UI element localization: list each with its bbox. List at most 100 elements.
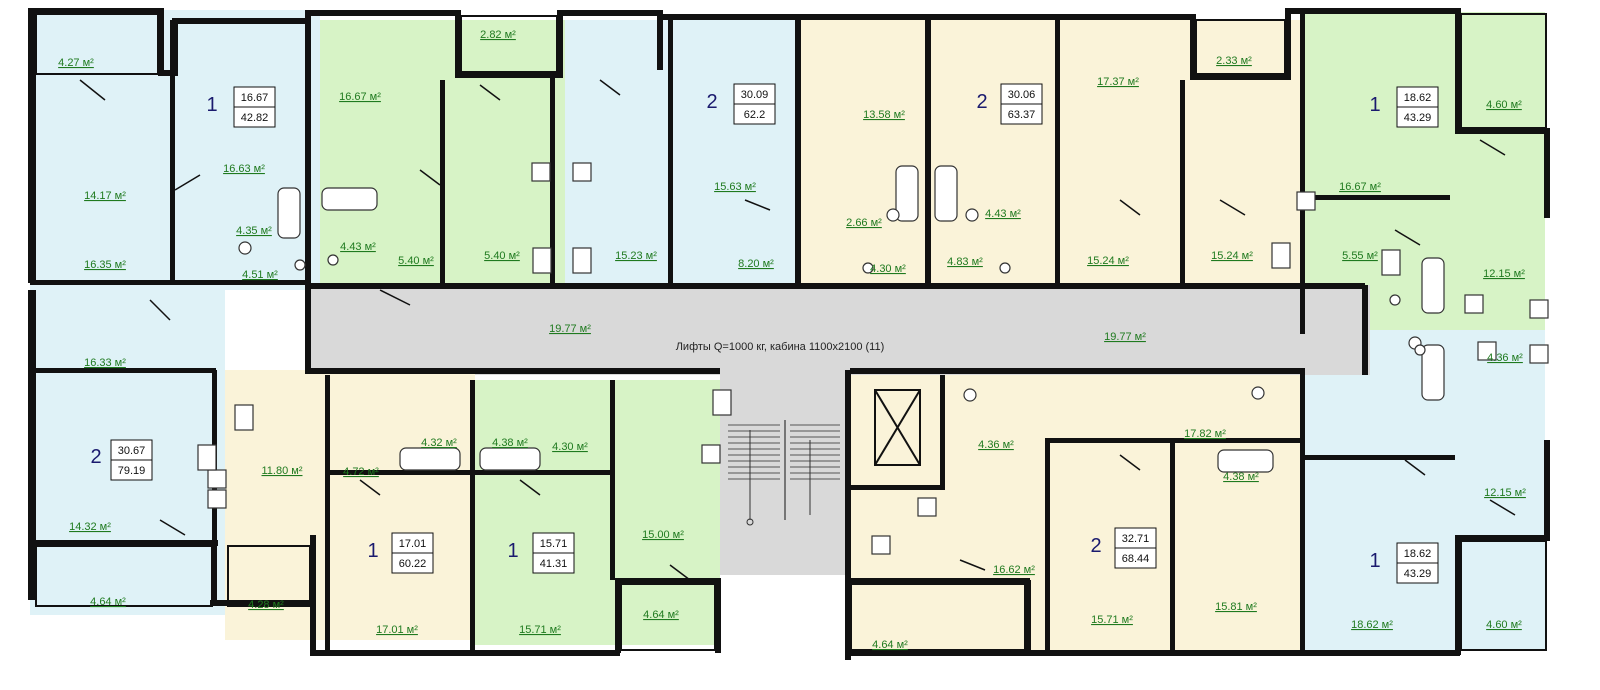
apartment-3-fill (800, 20, 1300, 285)
living-area: 30.67 (118, 445, 146, 457)
living-area: 32.71 (1122, 533, 1150, 545)
stove-icon (572, 162, 592, 182)
room-fills (30, 10, 1545, 650)
door-4 (379, 289, 411, 306)
outer-wall-bottom-mid (1025, 580, 1031, 655)
room-area: 4.28 м² (248, 599, 284, 611)
room-count: 1 (206, 94, 217, 116)
outer-wall-top-10 (557, 10, 563, 78)
room-count: 2 (90, 446, 101, 468)
outer-wall-top-20 (1285, 8, 1291, 80)
stove-icon (207, 469, 227, 489)
room-area: 15.63 м² (714, 181, 756, 193)
room-area: 4.36 м² (978, 439, 1014, 451)
room-area: 4.38 м² (1223, 471, 1259, 483)
sink-icon (1381, 249, 1401, 276)
room-count: 1 (1369, 550, 1380, 572)
sink-icon (917, 497, 937, 517)
door-21 (959, 559, 986, 571)
outer-wall-top-15 (795, 14, 925, 20)
bathtub-icon (277, 187, 301, 239)
wall-apt9-h (1305, 455, 1455, 460)
washbasin-icon (238, 241, 252, 255)
total-area: 63.37 (1008, 109, 1036, 121)
door-12 (1479, 139, 1506, 156)
room-area: 17.37 м² (1097, 76, 1139, 88)
room-area: 15.24 м² (1211, 250, 1253, 262)
room-area: 16.33 м² (84, 357, 126, 369)
room-area: 4.35 м² (236, 225, 272, 237)
apartment-6-fill (225, 370, 475, 640)
room-count: 2 (976, 91, 987, 113)
sink-icon (572, 247, 592, 274)
outer-wall-bottom-14 (310, 650, 620, 656)
living-area: 30.09 (741, 89, 769, 101)
toilet-icon (862, 262, 874, 274)
room-area: 2.66 м² (846, 217, 882, 229)
room-area: 4.72 м² (343, 466, 379, 478)
room-area: 5.40 м² (398, 255, 434, 267)
room-count: 1 (1369, 94, 1380, 116)
door-6 (479, 84, 501, 101)
room-area: 4.60 м² (1486, 619, 1522, 631)
door-11 (1394, 229, 1421, 246)
outer-wall-bottom-16 (210, 600, 315, 606)
bathtub-icon (1421, 257, 1445, 314)
outer-wall-top-22 (1455, 8, 1461, 133)
loggia-top-left (35, 13, 159, 75)
bathtub-icon (1217, 449, 1274, 473)
apartment-7-label: 1 15.71 41.31 (507, 532, 575, 574)
outer-wall-top-1 (28, 8, 158, 14)
bathtub-icon (934, 165, 958, 222)
loggia-top-right (1460, 13, 1547, 129)
outer-wall-top-17 (925, 14, 1195, 20)
corridor-area-right: 19.77 м² (1104, 331, 1146, 343)
wall-yellow-v1 (1055, 20, 1060, 285)
outer-wall-top-12 (657, 10, 663, 70)
wall-apt4-h (1300, 195, 1450, 200)
elevator-note: Лифты Q=1000 кг, кабина 1100х2100 (11) (676, 341, 885, 353)
wall-apt7-v2 (610, 380, 615, 580)
room-area: 5.55 м² (1342, 250, 1378, 262)
total-area: 62.2 (744, 109, 765, 121)
door-17 (1119, 454, 1141, 471)
corridor-fill (310, 285, 1370, 375)
room-area: 12.15 м² (1484, 487, 1526, 499)
total-area: 79.19 (118, 465, 146, 477)
room-area: 4.64 м² (90, 596, 126, 608)
door-8 (744, 199, 771, 211)
total-area: 42.82 (241, 112, 269, 124)
stove-icon (207, 489, 227, 509)
room-area: 2.82 м² (480, 29, 516, 41)
room-area-labels: 4.27 м² 14.17 м² 16.35 м² 16.63 м² 4.35 … (58, 29, 1526, 651)
room-area: 4.36 м² (1487, 352, 1523, 364)
room-area: 4.51 м² (242, 269, 278, 281)
room-area: 15.71 м² (1091, 614, 1133, 626)
room-area: 16.63 м² (223, 163, 265, 175)
apartment-3-label: 2 30.06 63.37 (976, 83, 1043, 125)
outer-wall-top-9 (455, 72, 563, 78)
washbasin-icon (886, 208, 900, 222)
door-13 (1489, 499, 1516, 516)
door-16 (519, 479, 541, 496)
room-area: 16.67 м² (339, 91, 381, 103)
apartment-labels: 1 16.67 42.82 2 30.09 62.2 2 30.06 63.37… (90, 83, 1439, 584)
room-area: 15.24 м² (1087, 255, 1129, 267)
living-area: 15.71 (540, 538, 568, 550)
wall-apt8-v1 (1045, 440, 1050, 650)
door-1 (79, 79, 106, 101)
outer-wall-top-3 (158, 70, 178, 76)
wall-apt4-v (1300, 14, 1305, 334)
toilet-icon (1389, 294, 1401, 306)
room-area: 14.17 м² (84, 190, 126, 202)
door-14 (1404, 459, 1426, 476)
corridor-wall-bottom-3 (850, 368, 1305, 374)
wall-blue2-v (668, 20, 673, 285)
bathtub-icon (895, 165, 919, 222)
bathtub-icon (479, 447, 541, 471)
outer-wall-top-14 (795, 14, 801, 284)
living-area: 17.01 (399, 538, 427, 550)
loggia-bottom-right (1460, 540, 1547, 651)
living-area: 18.62 (1404, 92, 1432, 104)
room-area: 15.71 м² (519, 624, 561, 636)
